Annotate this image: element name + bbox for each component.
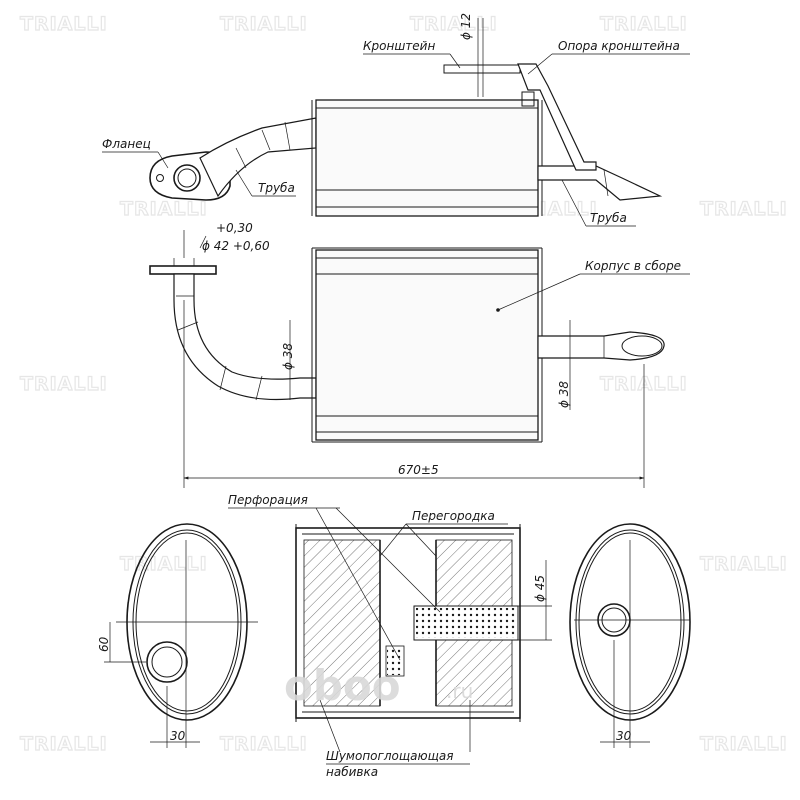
section-labels: Перфорация Перегородка ϕ 45 Шумопоглощаю…	[228, 493, 552, 779]
section-view	[295, 524, 521, 722]
dim-flange-tol: +0,30	[216, 221, 253, 235]
dim-bracket-dia: ϕ 12	[459, 13, 473, 40]
watermark: TRIALLI	[700, 198, 788, 220]
side-view	[149, 247, 665, 443]
watermark: TRIALLI	[600, 13, 688, 35]
logo-suffix: .ru	[446, 679, 473, 703]
dim-flange-dia: ϕ 42 +0,60	[202, 239, 270, 253]
watermark: TRIALLI	[120, 553, 208, 575]
dim-inlet-dia: ϕ 38	[281, 343, 295, 370]
top-view-labels: Кронштейн Опора кронштейна ϕ 12 Фланец Т…	[102, 13, 690, 227]
label-packing-line1: Шумопоглощающая	[326, 749, 453, 763]
logo-brand: oboo	[284, 661, 401, 710]
label-bracket-support: Опора кронштейна	[558, 39, 680, 53]
watermark: TRIALLI	[700, 553, 788, 575]
label-perforation: Перфорация	[228, 493, 308, 507]
watermark: TRIALLI	[600, 373, 688, 395]
label-packing-line2: набивка	[326, 765, 378, 779]
watermark: TRIALLI	[120, 198, 208, 220]
watermark: TRIALLI	[220, 13, 308, 35]
side-view-dims: +0,30 ϕ 42 +0,60 ϕ 38 ϕ 38 670±5 Корпус …	[183, 221, 690, 488]
right-end-view: 30	[569, 523, 691, 748]
left-end-view: 60 30	[97, 523, 258, 748]
dim-left-height: 60	[97, 636, 111, 652]
watermark: TRIALLI	[20, 733, 108, 755]
label-pipe-front: Труба	[258, 181, 295, 195]
dim-overall-length: 670±5	[398, 463, 439, 477]
watermark: TRIALLI	[220, 733, 308, 755]
dim-left-offset: 30	[170, 729, 186, 743]
label-bracket: Кронштейн	[363, 39, 435, 53]
dim-outlet-dia: ϕ 38	[557, 381, 571, 408]
watermark: TRIALLI	[20, 373, 108, 395]
dim-inner-pipe-dia: ϕ 45	[533, 575, 547, 602]
label-housing: Корпус в сборе	[585, 259, 681, 273]
label-pipe-rear: Труба	[590, 211, 627, 225]
site-logo: oboo .ru	[284, 661, 473, 710]
watermark: TRIALLI	[410, 13, 498, 35]
watermark: TRIALLI	[20, 13, 108, 35]
watermark: TRIALLI	[700, 733, 788, 755]
label-flange: Фланец	[102, 137, 151, 151]
dim-right-offset: 30	[616, 729, 632, 743]
top-view	[149, 18, 663, 217]
label-partition: Перегородка	[412, 509, 495, 523]
